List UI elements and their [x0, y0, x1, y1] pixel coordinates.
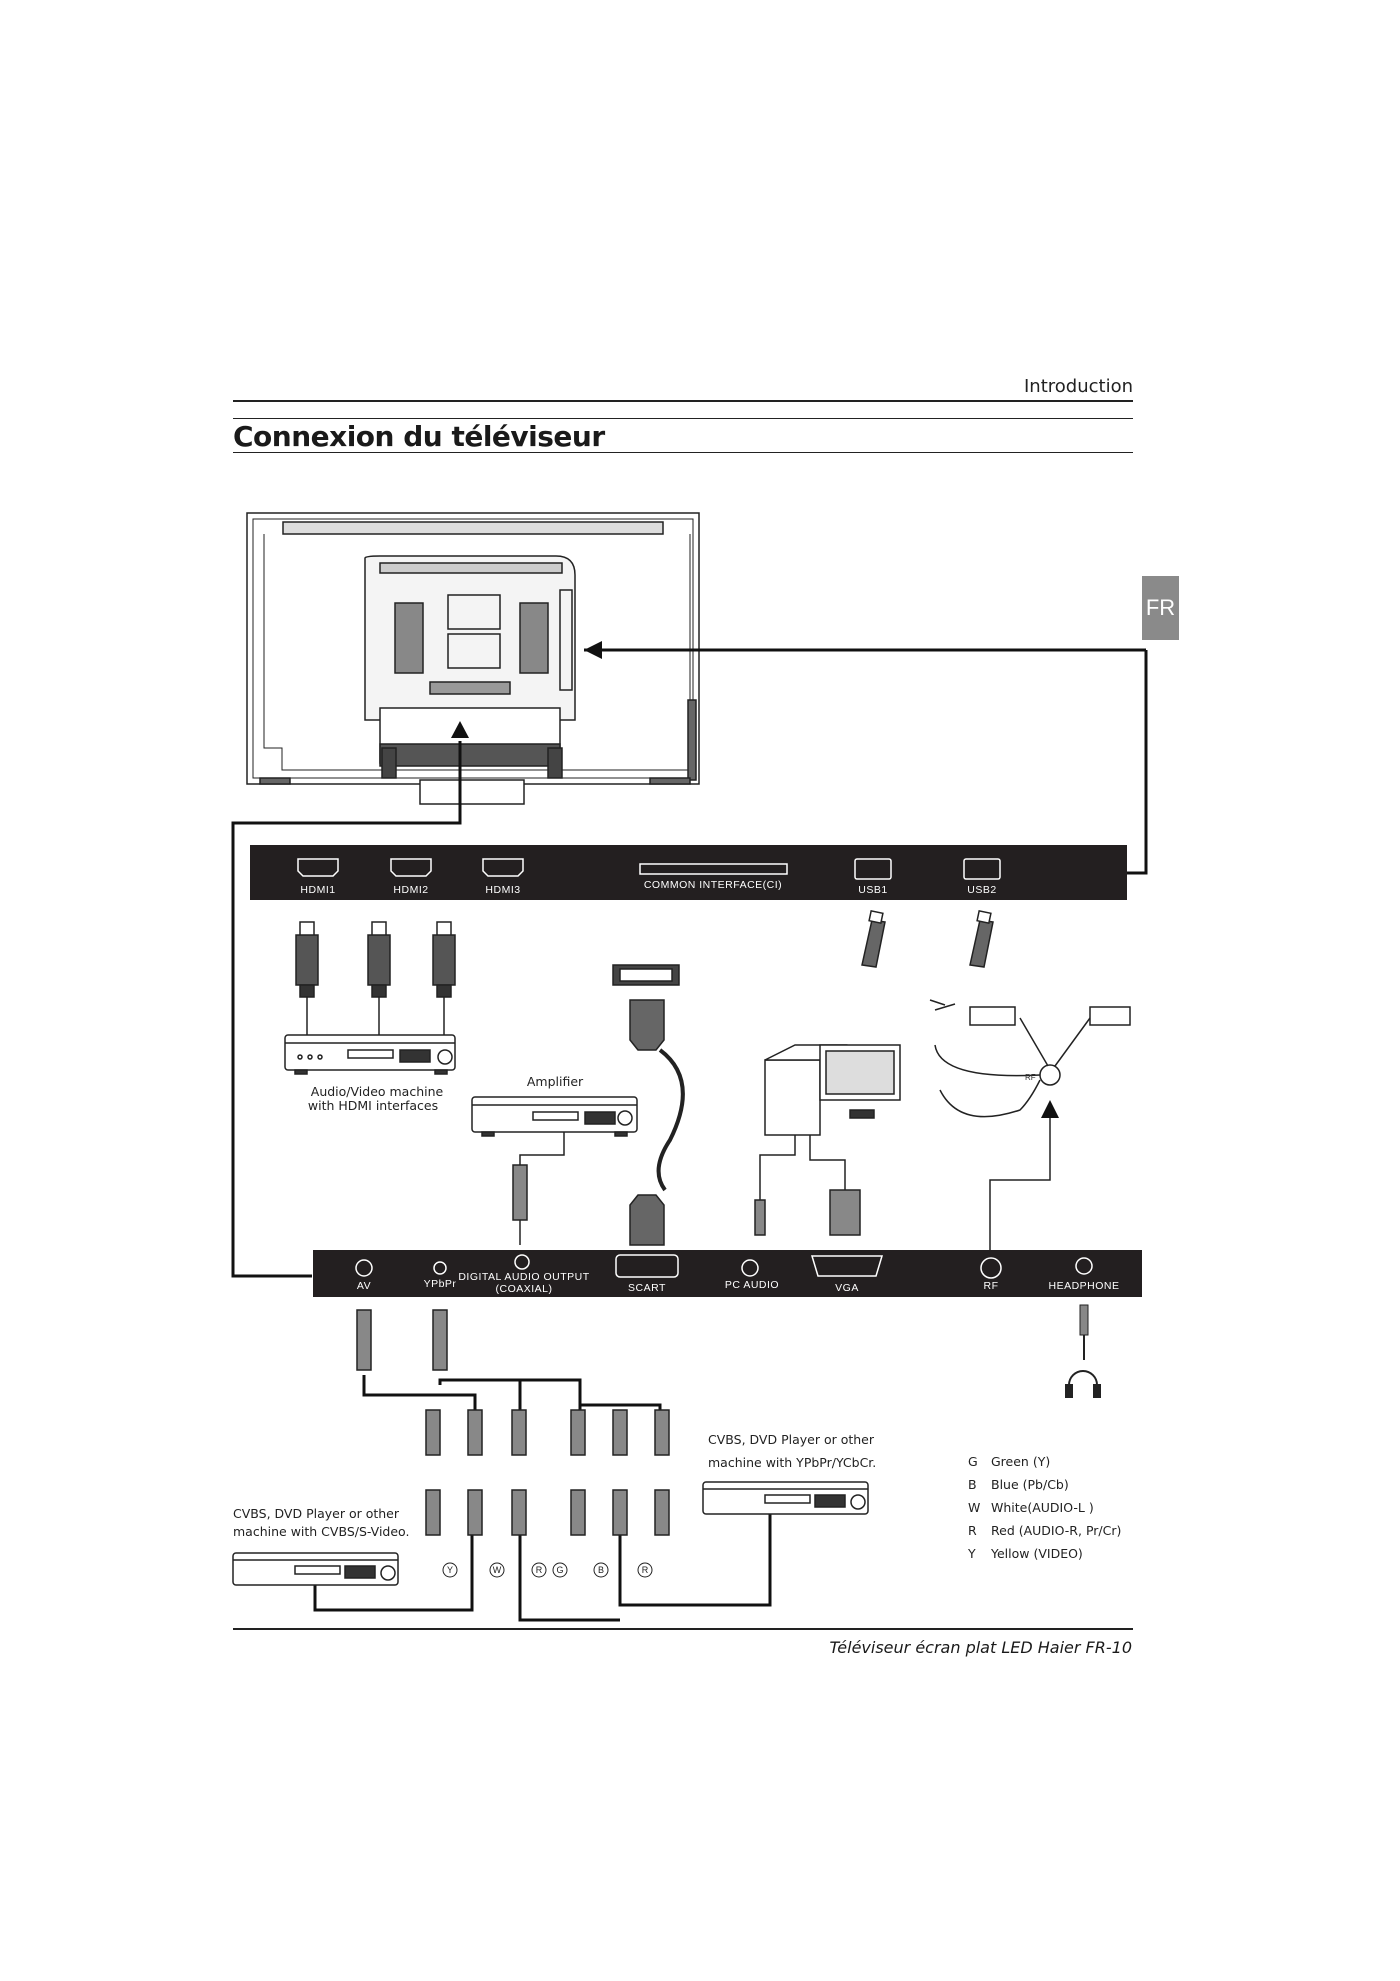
jack-r-left: R [536, 1565, 543, 1575]
arrow-head-usb [584, 641, 602, 659]
port-vga: VGA [835, 1282, 859, 1294]
port-scart: SCART [628, 1282, 666, 1294]
footer-rule [233, 1628, 1133, 1630]
legend-key-y: Y [967, 1546, 976, 1561]
legend-key-r: R [968, 1523, 977, 1538]
port-rf: RF [984, 1280, 999, 1292]
pc-icon [754, 1044, 901, 1236]
tv-back-illustration [246, 512, 700, 805]
jack-y: Y [447, 1565, 453, 1575]
port-ypbpr: YPbPr [424, 1278, 457, 1290]
port-pc-audio: PC AUDIO [725, 1279, 779, 1291]
port-hdmi1: HDMI1 [300, 884, 335, 896]
arrow-head-rf [1041, 1100, 1059, 1118]
color-legend: G Green (Y) B Blue (Pb/Cb) W White(AUDIO… [967, 1454, 1121, 1561]
cvbs-left-label-line1: CVBS, DVD Player or other [233, 1506, 400, 1521]
legend-text-b: Blue (Pb/Cb) [991, 1477, 1069, 1492]
amplifier-icon [471, 1096, 638, 1245]
cvbs-right-label-line1: CVBS, DVD Player or other [708, 1432, 875, 1447]
tv-connection-arrows [231, 648, 1148, 1278]
rf-small-label: RF [1025, 1073, 1036, 1082]
port-hdmi2: HDMI2 [393, 884, 428, 896]
legend-key-w: W [968, 1500, 980, 1515]
dvd-player-left-icon [232, 1552, 399, 1586]
port-digital-audio-coaxial: (COAXIAL) [495, 1283, 552, 1295]
top-connector-panel: HDMI1 HDMI2 HDMI3 COMMON INTERFACE(CI) U… [250, 845, 1127, 900]
av-machine-icon [284, 1034, 456, 1075]
legend-text-w: White(AUDIO-L ) [991, 1500, 1094, 1515]
av-machine-label-line2: with HDMI interfaces [308, 1098, 438, 1113]
page-title: Connexion du téléviseur [233, 420, 605, 453]
port-digital-audio: DIGITAL AUDIO OUTPUT [458, 1271, 589, 1283]
title-rule-top [233, 418, 1133, 419]
component-cables [313, 1375, 772, 1622]
jack-g: G [556, 1565, 563, 1575]
legend-key-b: B [968, 1477, 977, 1492]
scart-cable-icon [612, 964, 685, 1246]
bottom-connector-panel: AV YPbPr DIGITAL AUDIO OUTPUT (COAXIAL) … [313, 1250, 1142, 1297]
jack-r-right: R [642, 1565, 649, 1575]
page-footer: Téléviseur écran plat LED Haier FR-10 [829, 1638, 1132, 1657]
port-usb2: USB2 [967, 884, 996, 896]
dvd-player-right-icon [702, 1481, 869, 1515]
title-rule-bottom [233, 452, 1133, 453]
antenna-icon [929, 999, 1131, 1250]
language-tab: FR [1142, 576, 1179, 640]
port-headphone: HEADPHONE [1048, 1280, 1119, 1292]
port-common-interface: COMMON INTERFACE(CI) [644, 879, 782, 891]
hdmi-cables [295, 921, 456, 1035]
jack-b: B [598, 1565, 604, 1575]
header-rule [233, 400, 1133, 402]
headphone-icon [1065, 1304, 1101, 1398]
legend-text-g: Green (Y) [991, 1454, 1050, 1469]
jack-markers [442, 1562, 653, 1578]
usb-stick-icon [861, 909, 994, 968]
arrow-head-av [451, 721, 469, 738]
section-label: Introduction [1023, 376, 1133, 397]
rca-connectors [356, 1309, 670, 1536]
cvbs-left-label-line2: machine with CVBS/S-Video. [233, 1524, 409, 1539]
jack-w: W [493, 1565, 502, 1575]
legend-key-g: G [968, 1454, 978, 1469]
amplifier-label: Amplifier [527, 1074, 584, 1089]
legend-text-r: Red (AUDIO-R, Pr/Cr) [991, 1523, 1121, 1538]
av-machine-label-line1: Audio/Video machine [311, 1084, 444, 1099]
port-usb1: USB1 [858, 884, 887, 896]
port-hdmi3: HDMI3 [485, 884, 520, 896]
cvbs-right-label-line2: machine with YPbPr/YCbCr. [708, 1455, 876, 1470]
legend-text-y: Yellow (VIDEO) [990, 1546, 1083, 1561]
port-av: AV [357, 1280, 371, 1292]
